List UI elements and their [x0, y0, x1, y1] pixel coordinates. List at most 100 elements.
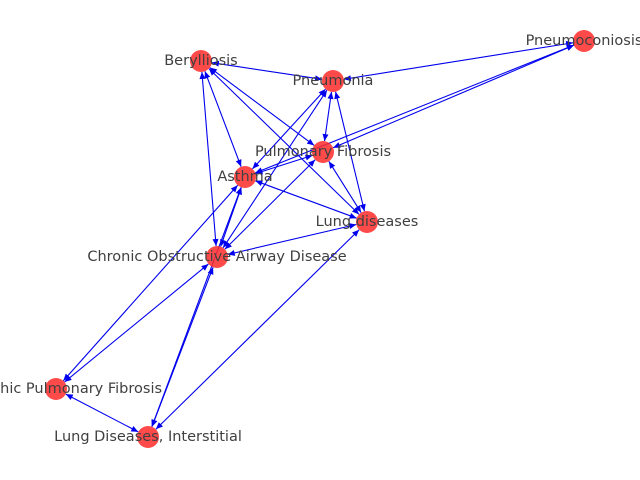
arrowhead-end	[359, 203, 366, 212]
edge-asthma-copd	[220, 187, 242, 247]
edge-copd-lung-diseases-interstitial	[151, 267, 214, 427]
arrowhead-end	[252, 161, 260, 169]
arrowhead-end	[224, 242, 232, 250]
arrowhead-end	[235, 159, 242, 167]
edge-asthma-lung-diseases-interstitial	[151, 187, 242, 427]
edge-berylliosis-asthma	[204, 71, 242, 167]
edge-line	[255, 180, 357, 219]
edge-lung-diseases-lung-diseases-interstitial	[155, 229, 360, 430]
arrowhead-end	[343, 75, 352, 82]
arrowhead-start	[304, 154, 313, 161]
node-label-berylliosis: Berylliosis	[164, 53, 238, 69]
arrowhead-start	[318, 89, 326, 97]
edge-asthma-idiopathic-pf	[62, 184, 239, 382]
arrowhead-end	[227, 249, 236, 256]
edge-line	[252, 88, 326, 170]
edge-pneumonia-lung-diseases	[334, 91, 366, 212]
edge-berylliosis-pulmonary-fibrosis	[209, 67, 315, 146]
node-lung-diseases[interactable]	[356, 211, 378, 233]
edge-pulmonary-fibrosis-lung-diseases	[328, 161, 362, 213]
arrowhead-end	[255, 168, 264, 175]
arrowhead-end	[333, 142, 341, 148]
edges-layer	[62, 40, 575, 433]
arrowhead-start	[328, 161, 336, 169]
edge-pulmonary-fibrosis-copd	[224, 159, 316, 250]
arrowhead-start	[230, 185, 238, 193]
edge-copd-idiopathic-pf	[64, 263, 209, 383]
edge-berylliosis-pneumonia	[211, 60, 323, 82]
arrowhead-start	[199, 71, 206, 80]
node-label-asthma: Asthma	[217, 169, 272, 185]
arrowhead-start	[255, 180, 263, 187]
arrowhead-end	[306, 138, 315, 146]
edge-lung-diseases-copd	[227, 223, 357, 256]
arrowhead-start	[308, 159, 316, 167]
edge-line	[65, 393, 139, 433]
node-copd[interactable]	[206, 246, 228, 268]
edge-asthma-lung-diseases	[255, 180, 357, 219]
edge-pulmonary-fibrosis-asthma	[255, 154, 313, 175]
edge-line	[155, 229, 360, 430]
edge-line	[227, 223, 357, 256]
arrowhead-end	[151, 419, 158, 427]
edge-line	[208, 68, 360, 215]
node-label-pneumoconiosis: Pneumoconiosis	[526, 33, 640, 49]
node-lung-diseases-interstitial[interactable]	[137, 426, 159, 448]
arrowhead-end	[354, 205, 362, 213]
arrowhead-end	[64, 375, 72, 383]
arrowhead-end	[349, 212, 357, 219]
arrowhead-end	[155, 422, 163, 430]
arrowhead-end	[322, 133, 329, 142]
arrowhead-start	[208, 68, 217, 76]
edge-line	[335, 91, 365, 212]
edge-line	[323, 91, 333, 142]
edge-line	[343, 42, 574, 80]
node-label-lung-diseases: Lung diseases	[316, 214, 419, 230]
node-idiopathic-pf[interactable]	[45, 378, 67, 400]
edge-line	[255, 154, 313, 175]
edge-line	[201, 71, 217, 247]
node-label-pulmonary-fibrosis: Pulmonary Fibrosis	[255, 144, 391, 160]
edge-line	[224, 159, 316, 250]
arrowhead-end	[351, 207, 360, 215]
arrowhead-start	[201, 263, 209, 271]
edge-berylliosis-copd	[199, 71, 219, 247]
edge-line	[332, 44, 575, 149]
node-label-idiopathic-pf: Idiopathic Pulmonary Fibrosis	[0, 381, 162, 397]
arrowhead-end	[130, 426, 139, 432]
node-pneumoconiosis[interactable]	[573, 30, 595, 52]
node-pneumonia[interactable]	[322, 70, 344, 92]
node-label-copd: Chronic Obstructive Airway Disease	[87, 249, 346, 265]
edge-line	[328, 161, 362, 213]
edge-pneumonia-asthma	[252, 88, 326, 170]
node-asthma[interactable]	[234, 166, 256, 188]
arrowhead-start	[209, 67, 218, 75]
arrowhead-start	[207, 267, 214, 275]
edge-line	[62, 184, 239, 382]
node-pulmonary-fibrosis[interactable]	[312, 141, 334, 163]
edge-pneumoconiosis-pulmonary-fibrosis	[332, 44, 575, 149]
arrowhead-start	[320, 90, 327, 98]
edge-line	[209, 67, 315, 146]
edge-pneumonia-pulmonary-fibrosis	[322, 91, 334, 142]
node-label-pneumonia: Pneumonia	[293, 73, 374, 89]
arrowhead-end	[63, 373, 71, 381]
arrowhead-end	[212, 238, 219, 247]
arrowhead-start	[352, 229, 360, 237]
arrowhead-end	[314, 75, 323, 82]
arrowhead-start	[65, 394, 74, 400]
edge-berylliosis-lung-diseases	[208, 68, 360, 215]
edge-line	[204, 71, 242, 167]
node-berylliosis[interactable]	[190, 50, 212, 72]
edge-line	[211, 62, 323, 80]
edge-line	[151, 267, 214, 427]
edge-line	[255, 44, 574, 174]
nodes-layer	[45, 30, 595, 448]
arrowhead-start	[327, 91, 334, 100]
arrowhead-start	[211, 60, 220, 67]
node-label-lung-diseases-interstitial: Lung Diseases, Interstitial	[54, 429, 242, 445]
edge-idiopathic-pf-lung-diseases-interstitial	[65, 393, 139, 433]
edge-line	[222, 89, 328, 249]
arrowhead-start	[348, 223, 357, 230]
